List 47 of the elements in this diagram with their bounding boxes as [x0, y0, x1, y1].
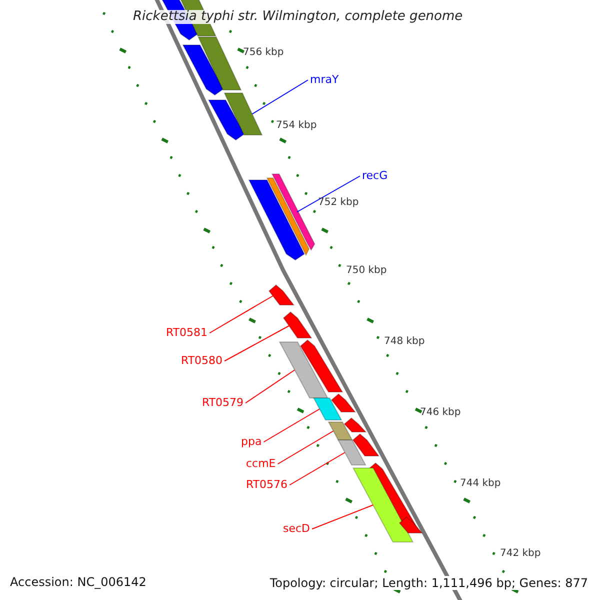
leader-line — [312, 504, 374, 530]
gene-bar — [278, 342, 328, 398]
scale-label: 746 kbp — [420, 407, 461, 419]
gene-bar — [330, 393, 356, 412]
gene-label: ccmE — [246, 458, 276, 470]
leader-line — [209, 294, 275, 334]
leader-line — [245, 370, 296, 404]
gene-bar — [208, 100, 245, 141]
genome-summary: Topology: circular; Length: 1,111,496 bp; Genes: 877 — [268, 576, 590, 590]
gene-bar — [182, 44, 224, 96]
scale-label: 752 kbp — [318, 197, 359, 209]
gene-bar — [352, 468, 414, 542]
gene-label: RT0576 — [246, 479, 288, 491]
gene-bar — [271, 174, 316, 251]
gene-bar — [224, 92, 263, 136]
gene-bar — [248, 180, 305, 261]
gene-label: RT0581 — [166, 327, 208, 339]
scale-label: 748 kbp — [384, 336, 425, 348]
scale-label: 750 kbp — [346, 265, 387, 277]
gene-label: ppa — [241, 436, 262, 448]
leader-line — [252, 80, 308, 114]
accession-note: Accession: NC_006142 — [10, 576, 146, 588]
gene-bar — [268, 284, 295, 306]
gene-bar — [282, 311, 312, 338]
gene-bar — [266, 178, 310, 256]
gene-label: RT0580 — [181, 355, 223, 367]
gene-bar — [312, 398, 342, 420]
gene-label: RT0579 — [202, 397, 244, 409]
leader-line — [263, 408, 320, 442]
gene-label: recG — [362, 170, 388, 182]
scale-label: 744 kbp — [460, 478, 501, 490]
gene-label: mraY — [310, 74, 339, 86]
leader-line — [277, 430, 334, 464]
gene-bar — [352, 433, 380, 456]
leader-line — [289, 452, 346, 486]
leader-line — [296, 176, 360, 212]
gene-bar — [197, 36, 242, 90]
scale-label: 754 kbp — [276, 120, 317, 132]
gene-bar — [344, 417, 368, 432]
gene-bar — [328, 422, 354, 440]
gene-bar — [300, 339, 344, 392]
scale-label: 742 kbp — [500, 548, 541, 560]
leader-line — [224, 324, 291, 362]
gene-label: secD — [283, 523, 310, 535]
scale-label: 756 kbp — [243, 47, 284, 59]
gene-bar — [337, 440, 366, 466]
gene-bar — [398, 516, 424, 534]
